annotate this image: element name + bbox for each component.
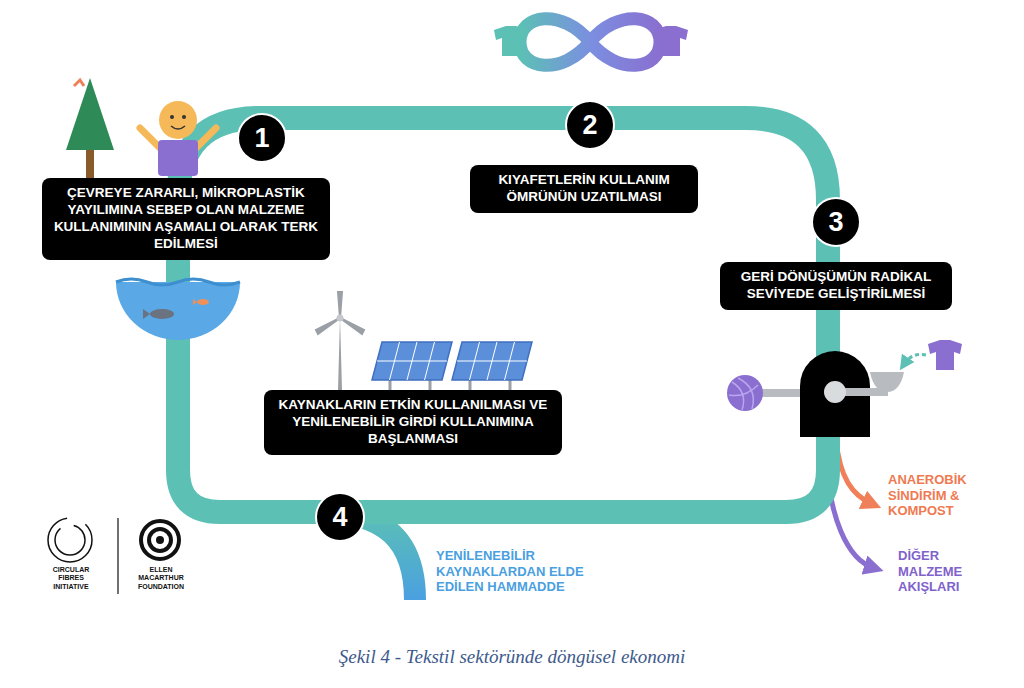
person-eye — [182, 115, 186, 119]
solar-panels — [372, 342, 532, 392]
person-icon — [140, 101, 216, 176]
yarn-strands — [729, 378, 758, 410]
feed-arrow — [904, 354, 926, 364]
wave — [116, 279, 240, 285]
funnel — [870, 372, 904, 392]
step-text: ÇEVREYE ZARARLI, MİKROPLASTİK YAYILIMINA… — [51, 185, 321, 253]
person-head — [159, 101, 197, 139]
grid-line — [377, 361, 447, 362]
compost-arrow — [836, 440, 872, 504]
cfi-logo — [48, 518, 92, 562]
water — [116, 282, 240, 340]
step-text: GERİ DÖNÜŞÜMÜN RADİKAL SEVİYEDE GELİŞTİR… — [729, 269, 943, 303]
yarn-ball — [727, 375, 763, 411]
emf-logo — [141, 521, 179, 559]
step-box: ÇEVREYE ZARARLI, MİKROPLASTİK YAYILIMINA… — [42, 178, 330, 260]
infinity-loop — [520, 19, 660, 66]
step-box: KIYAFETLERİN KULLANIM ÖMRÜNÜN UZATILMASI — [470, 165, 698, 213]
step-number: 3 — [811, 197, 861, 247]
shirt — [494, 26, 528, 56]
figure-caption: Şekil 4 - Tekstil sektöründe döngüsel ek… — [0, 646, 1024, 668]
turbine-blades — [316, 292, 364, 334]
infinity-icon — [494, 19, 688, 66]
emf-logo — [156, 536, 164, 544]
wind-turbine — [316, 292, 364, 390]
fish — [150, 309, 174, 319]
tree-crown — [66, 78, 114, 150]
flow-label: DİĞER MALZEME AKIŞLARI — [898, 548, 990, 595]
logos — [48, 518, 179, 594]
person-body — [158, 140, 198, 176]
callout-number: 3 — [828, 207, 843, 238]
fish-tail — [193, 299, 197, 305]
fish-tail — [143, 309, 150, 319]
shirt — [654, 26, 688, 56]
turbine-pole — [338, 318, 342, 390]
logo-text: ELLEN MACARTHUR FOUNDATION — [130, 566, 192, 591]
step-text: KIYAFETLERİN KULLANIM ÖMRÜNÜN UZATILMASI — [479, 172, 689, 206]
water-icon — [116, 279, 240, 340]
step-number: 2 — [565, 100, 615, 150]
shirt — [928, 340, 962, 370]
cfi-logo — [55, 525, 85, 555]
tree-icon — [66, 78, 114, 182]
step-box: GERİ DÖNÜŞÜMÜN RADİKAL SEVİYEDE GELİŞTİR… — [720, 262, 952, 310]
logo-divider — [117, 518, 118, 594]
bird — [74, 80, 84, 86]
solar-panel — [372, 342, 452, 380]
person-eye — [170, 115, 174, 119]
machine-gear — [824, 381, 846, 403]
fish — [197, 299, 209, 305]
logo-text: CIRCULAR FIBRES INITIATIVE — [40, 566, 102, 591]
step-number: 4 — [315, 492, 365, 542]
panel-grid — [377, 342, 527, 380]
step-number: 1 — [237, 113, 287, 163]
callout-number: 4 — [332, 502, 347, 533]
solar-panel — [452, 342, 532, 380]
recycling-machine — [727, 340, 962, 437]
step-box: KAYNAKLARIN ETKİN KULLANILMASI VE YENİLE… — [264, 390, 562, 455]
grid-line — [457, 361, 527, 362]
flow-label: YENİLENEBİLİR KAYNAKLARDAN ELDE EDİLEN H… — [436, 548, 626, 595]
step-text: KAYNAKLARIN ETKİN KULLANILMASI VE YENİLE… — [273, 397, 553, 448]
person-smile — [171, 126, 185, 129]
turbine-hub — [337, 315, 344, 322]
emf-logo — [149, 529, 171, 551]
callout-number: 2 — [582, 110, 597, 141]
callout-number: 1 — [254, 123, 269, 154]
flow-label: ANAEROBİK SİNDİRİM & KOMPOST — [888, 472, 980, 519]
